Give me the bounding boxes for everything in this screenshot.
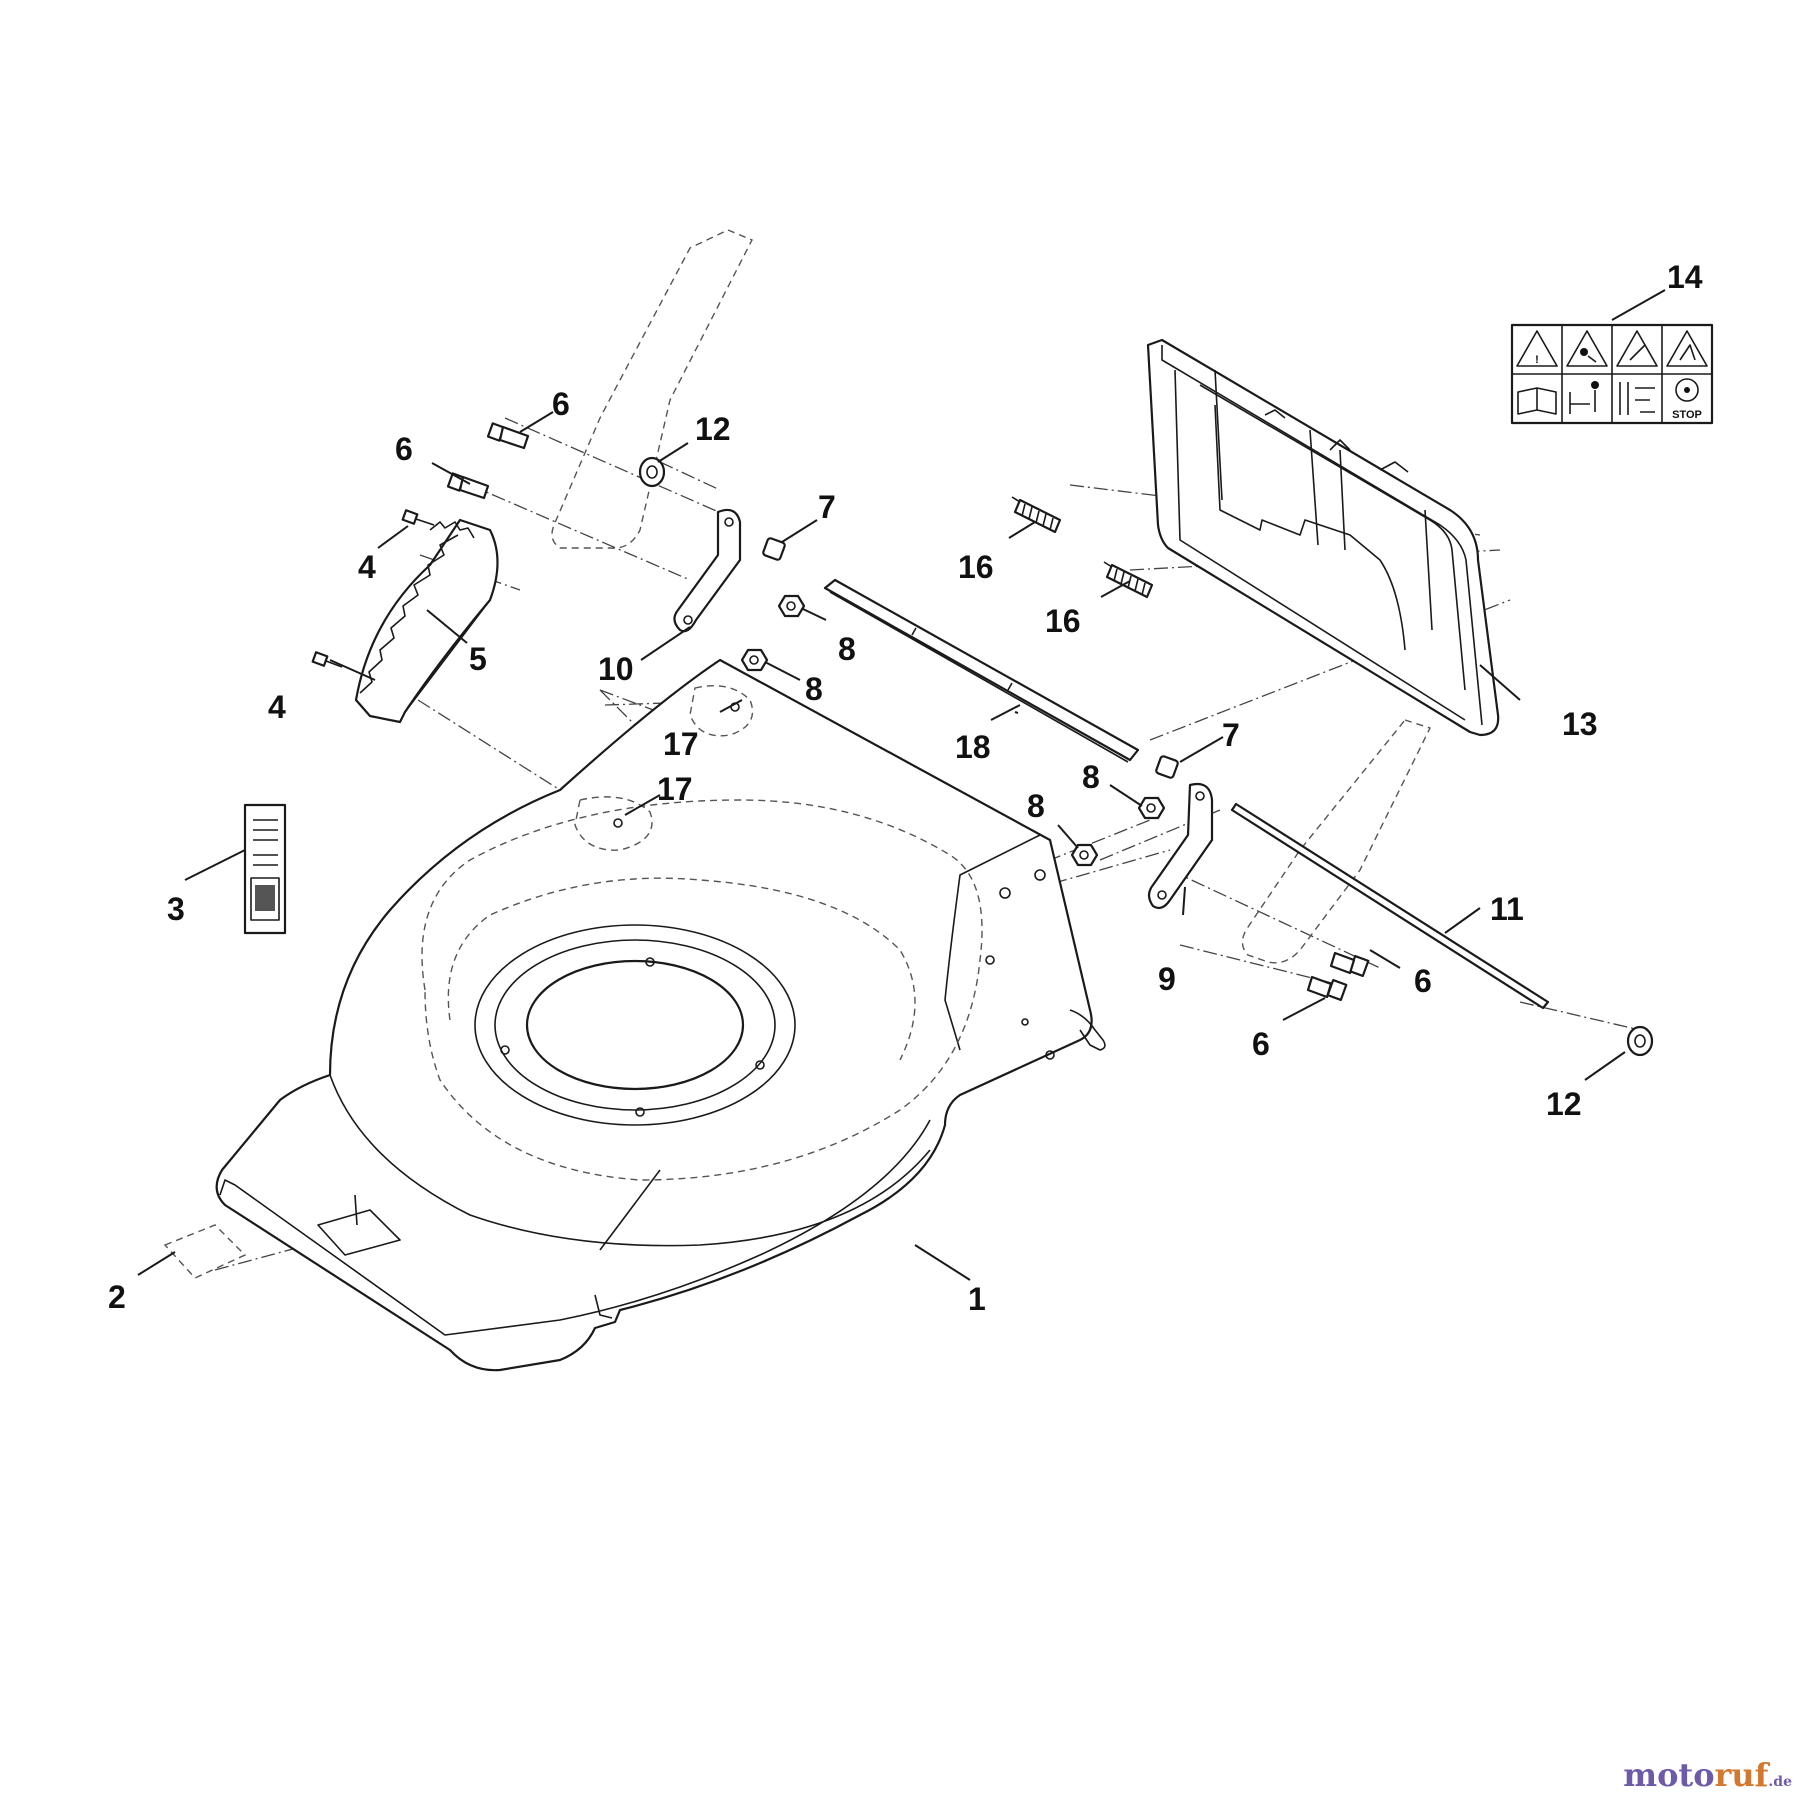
manual-book-icon — [1517, 387, 1557, 415]
callout-1: 1 — [968, 1281, 986, 1317]
callout-14: 14 — [1667, 259, 1703, 295]
callout-6-top-b: 6 — [395, 431, 413, 467]
axle — [1230, 802, 1550, 1010]
lever-left — [673, 508, 742, 633]
front-label — [163, 1224, 247, 1279]
callout-11: 11 — [1490, 891, 1524, 927]
bystander-distance-icon — [1569, 381, 1599, 414]
rear-flap — [1146, 338, 1500, 737]
warning-label: ! — [1510, 323, 1714, 425]
spacer-left — [762, 537, 786, 561]
callout-8-c: 8 — [1082, 759, 1100, 795]
callout-4-bottom: 4 — [268, 689, 286, 725]
shaft — [823, 578, 1140, 763]
callout-16-a: 16 — [958, 549, 994, 585]
stop-label: STOP — [1672, 409, 1702, 421]
watermark-part1: moto — [1623, 1756, 1715, 1794]
motoruf-watermark: motoruf.de — [1623, 1756, 1792, 1794]
callout-17-b: 17 — [657, 771, 693, 807]
callout-numbers: 14 6 12 6 7 16 4 16 5 10 8 4 8 17 18 13 … — [108, 259, 1703, 1317]
leader-lines — [137, 289, 1666, 1281]
callout-9: 9 — [1158, 961, 1176, 997]
lever-right — [1147, 782, 1214, 910]
callout-8-a: 8 — [838, 631, 856, 667]
callout-10: 10 — [598, 651, 634, 687]
callout-12-right: 12 — [1546, 1086, 1582, 1122]
warning-keep-distance-icon — [1616, 330, 1658, 367]
nut-c — [1137, 796, 1166, 820]
callout-6-top-a: 6 — [552, 386, 570, 422]
nut-a — [777, 594, 806, 618]
callout-17-a: 17 — [663, 726, 699, 762]
callout-18: 18 — [955, 729, 991, 765]
callout-5: 5 — [469, 641, 487, 677]
handle-outline-right — [1241, 719, 1431, 964]
callout-12-top: 12 — [695, 411, 731, 447]
stop-blade-icon: STOP — [1672, 378, 1702, 421]
watermark-part2: ruf — [1714, 1756, 1769, 1794]
bolt-top-b — [446, 472, 490, 500]
washer-top — [638, 456, 666, 488]
sticker-label — [243, 803, 287, 935]
bolt-right-a — [1329, 951, 1370, 978]
callout-6-right-a: 6 — [1414, 963, 1432, 999]
callout-16-b: 16 — [1045, 603, 1081, 639]
screw-upper — [401, 509, 435, 526]
watermark-part3: .de — [1768, 1774, 1792, 1790]
height-quadrant — [354, 518, 499, 724]
handle-outline-left — [551, 229, 753, 549]
screw-lower — [311, 651, 343, 668]
plug-lower — [574, 796, 653, 851]
callout-2: 2 — [108, 1279, 126, 1315]
spring-a — [1011, 496, 1062, 534]
warning-thrown-objects-icon — [1566, 330, 1608, 367]
callout-3: 3 — [167, 891, 185, 927]
washer-right — [1626, 1025, 1654, 1057]
warning-read-manual-icon: ! — [1516, 330, 1558, 367]
spacer-right — [1155, 755, 1179, 779]
callout-7-left: 7 — [818, 489, 836, 525]
nut-d — [1070, 843, 1099, 867]
bolt-right-b — [1306, 975, 1348, 1002]
callout-7-right: 7 — [1222, 717, 1240, 753]
nut-b — [740, 648, 769, 672]
callout-6-right-b: 6 — [1252, 1026, 1270, 1062]
remove-key-icon — [1619, 382, 1655, 415]
callout-8-b: 8 — [805, 671, 823, 707]
callout-13: 13 — [1562, 706, 1598, 742]
warning-blade-icon — [1666, 330, 1708, 367]
callout-8-d: 8 — [1027, 788, 1045, 824]
svg-text:!: ! — [1535, 354, 1539, 366]
bolt-top-a — [486, 422, 530, 450]
mower-deck — [215, 658, 1106, 1372]
callout-4-top: 4 — [358, 549, 376, 585]
